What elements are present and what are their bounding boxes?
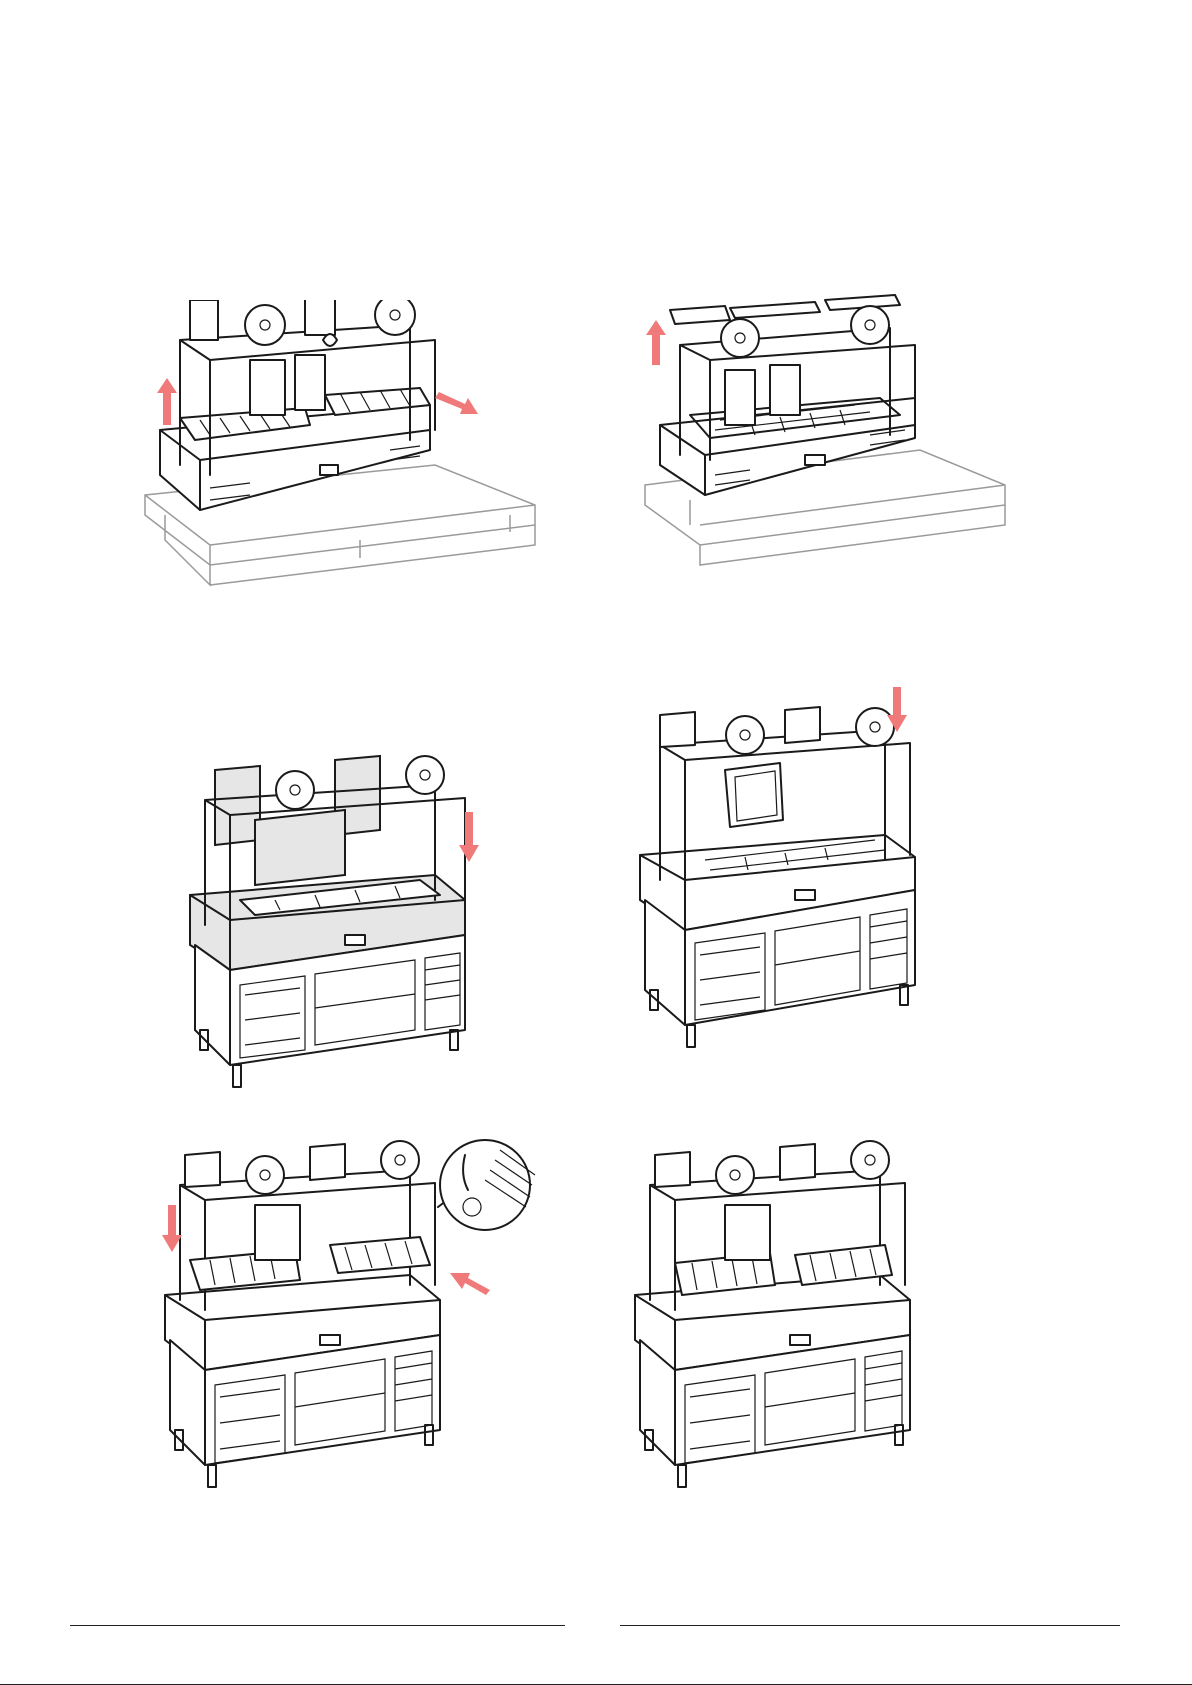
grill-fully-assembled-drawing: [630, 1135, 980, 1575]
grill-placed-on-cabinet-drawing: [185, 750, 525, 1090]
step-4-illustration: [635, 685, 975, 1095]
step-3-illustration: [185, 750, 525, 1090]
step-5-illustration: [160, 1135, 540, 1580]
step-1-illustration: [140, 300, 540, 600]
footer-rule-left: [70, 1625, 565, 1626]
step-6-illustration: [630, 1135, 980, 1575]
arrow-left-up: [450, 1273, 490, 1295]
grill-on-pallet-drawing: [140, 300, 540, 600]
grill-frame-assembled-drawing: [635, 685, 975, 1095]
arrow-up: [646, 320, 666, 365]
grates-sliding-in-drawing: [160, 1135, 540, 1580]
arrow-down: [459, 812, 479, 862]
magnifier-detail: [438, 1140, 535, 1230]
step-2-illustration: [630, 290, 1030, 590]
arrow-right-down: [435, 392, 478, 414]
grill-without-grates-drawing: [630, 290, 1030, 590]
arrow-up: [157, 378, 177, 425]
footer-rule-right: [620, 1625, 1120, 1626]
